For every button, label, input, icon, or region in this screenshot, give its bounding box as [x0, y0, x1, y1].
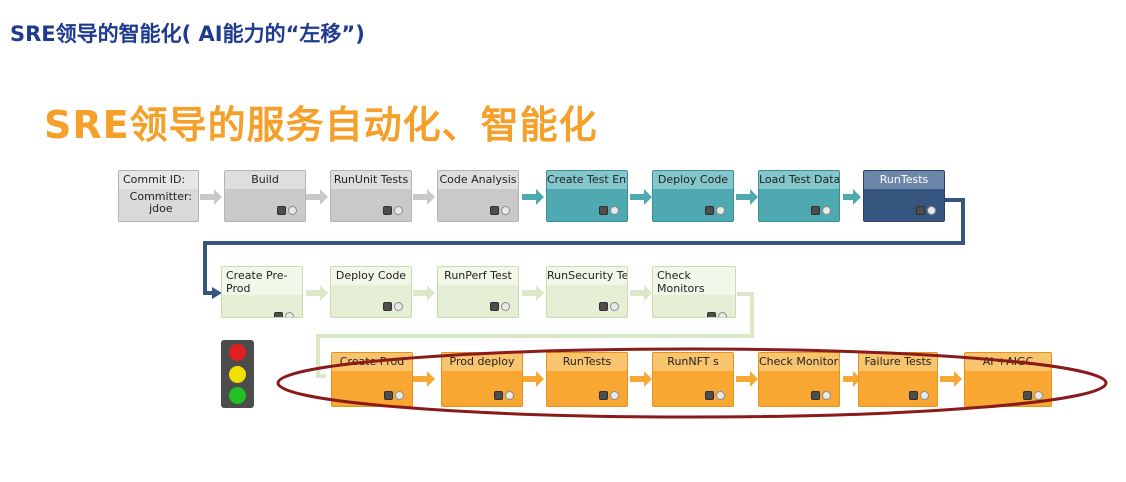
console-icon[interactable] [277, 206, 286, 215]
refresh-icon[interactable] [716, 391, 725, 400]
console-icon[interactable] [707, 312, 716, 317]
row3-stage-6[interactable]: Failure Tests [858, 352, 938, 407]
page-title: SRE领导的智能化( AI能力的“左移”) [10, 22, 365, 46]
row3-stage-5[interactable]: Check Monitors [758, 352, 840, 407]
stage-label: RunUnit Tests [331, 171, 411, 189]
console-icon[interactable] [274, 312, 283, 317]
console-icon[interactable] [384, 391, 393, 400]
stage-label: AI +AIGC [965, 353, 1051, 371]
refresh-icon[interactable] [610, 302, 619, 311]
traffic-light-yellow [229, 366, 246, 383]
stage-label: RunTests [864, 171, 944, 189]
traffic-light [221, 340, 254, 408]
refresh-icon[interactable] [501, 206, 510, 215]
row1-stage-5[interactable]: Deploy Code [652, 170, 734, 222]
refresh-icon[interactable] [718, 312, 727, 317]
stage-label: Create Prod [332, 353, 412, 371]
console-icon[interactable] [705, 206, 714, 215]
row1-stage-1[interactable]: Build [224, 170, 306, 222]
stage-label: Prod deploy [442, 353, 522, 371]
traffic-light-red [229, 344, 246, 361]
refresh-icon[interactable] [822, 206, 831, 215]
row2-stage-1[interactable]: Create Pre-Prod [221, 266, 303, 318]
row3-stage-2[interactable]: Prod deploy [441, 352, 523, 407]
console-icon[interactable] [599, 391, 608, 400]
console-icon[interactable] [916, 206, 925, 215]
row-wrap-connector [203, 198, 965, 295]
refresh-icon[interactable] [394, 302, 403, 311]
console-icon[interactable] [383, 302, 392, 311]
refresh-icon[interactable] [920, 391, 929, 400]
console-icon[interactable] [490, 206, 499, 215]
stage-label: Deploy Code [331, 267, 411, 285]
row1-stage-6[interactable]: Load Test Data [758, 170, 840, 222]
refresh-icon[interactable] [394, 206, 403, 215]
commit-id-label: Commit ID: [119, 171, 198, 189]
row2-stage-3[interactable]: RunPerf Test [437, 266, 519, 318]
stage-label: RunSecurity Test [547, 267, 627, 285]
traffic-light-green [229, 387, 246, 404]
console-icon[interactable] [494, 391, 503, 400]
console-icon[interactable] [811, 391, 820, 400]
stage-label: Check Monitors [759, 353, 839, 371]
console-icon[interactable] [1023, 391, 1032, 400]
refresh-icon[interactable] [395, 391, 404, 400]
row1-stage-7[interactable]: RunTests [863, 170, 945, 222]
slide-heading: SRE领导的服务自动化、智能化 [44, 103, 598, 147]
stage-label: RunNFT s [653, 353, 733, 371]
row2-stage-2[interactable]: Deploy Code [330, 266, 412, 318]
console-icon[interactable] [599, 206, 608, 215]
refresh-icon[interactable] [610, 206, 619, 215]
row2-arrows [306, 285, 652, 301]
stage-label: Create Pre-Prod [222, 267, 302, 295]
stage-label: Build [225, 171, 305, 189]
committer-label: Committer: [129, 190, 192, 203]
stage-label: Load Test Data [759, 171, 839, 189]
stage-label: Failure Tests [859, 353, 937, 371]
row1-stage-4[interactable]: Create Test Env [546, 170, 628, 222]
refresh-icon[interactable] [285, 312, 294, 317]
row3-stage-3[interactable]: RunTests [546, 352, 628, 407]
row1-teal-arrows [522, 189, 861, 205]
refresh-icon[interactable] [716, 206, 725, 215]
committer-name: jdoe [149, 202, 173, 215]
refresh-icon[interactable] [610, 391, 619, 400]
refresh-icon[interactable] [288, 206, 297, 215]
refresh-icon[interactable] [1034, 391, 1043, 400]
row1-arrows [200, 189, 435, 205]
stage-label: Deploy Code [653, 171, 733, 189]
stage-label: Create Test Env [547, 171, 627, 189]
row1-stage-2[interactable]: RunUnit Tests [330, 170, 412, 222]
console-icon[interactable] [599, 302, 608, 311]
stage-label: Check Monitors [653, 267, 735, 295]
console-icon[interactable] [909, 391, 918, 400]
refresh-icon[interactable] [505, 391, 514, 400]
console-icon[interactable] [705, 391, 714, 400]
refresh-icon[interactable] [927, 206, 936, 215]
stage-label: RunPerf Test [438, 267, 518, 285]
console-icon[interactable] [383, 206, 392, 215]
row3-stage-7[interactable]: AI +AIGC [964, 352, 1052, 407]
console-icon[interactable] [490, 302, 499, 311]
row3-stage-1[interactable]: Create Prod [331, 352, 413, 407]
row1-stage-3[interactable]: Code Analysis [437, 170, 519, 222]
commit-stage[interactable]: Commit ID: Committer: jdoe [118, 170, 199, 222]
stage-label: Code Analysis [438, 171, 518, 189]
row3-stage-4[interactable]: RunNFT s [652, 352, 734, 407]
refresh-icon[interactable] [822, 391, 831, 400]
stage-label: RunTests [547, 353, 627, 371]
refresh-icon[interactable] [501, 302, 510, 311]
console-icon[interactable] [811, 206, 820, 215]
row2-stage-5[interactable]: Check Monitors [652, 266, 736, 318]
row2-stage-4[interactable]: RunSecurity Test [546, 266, 628, 318]
